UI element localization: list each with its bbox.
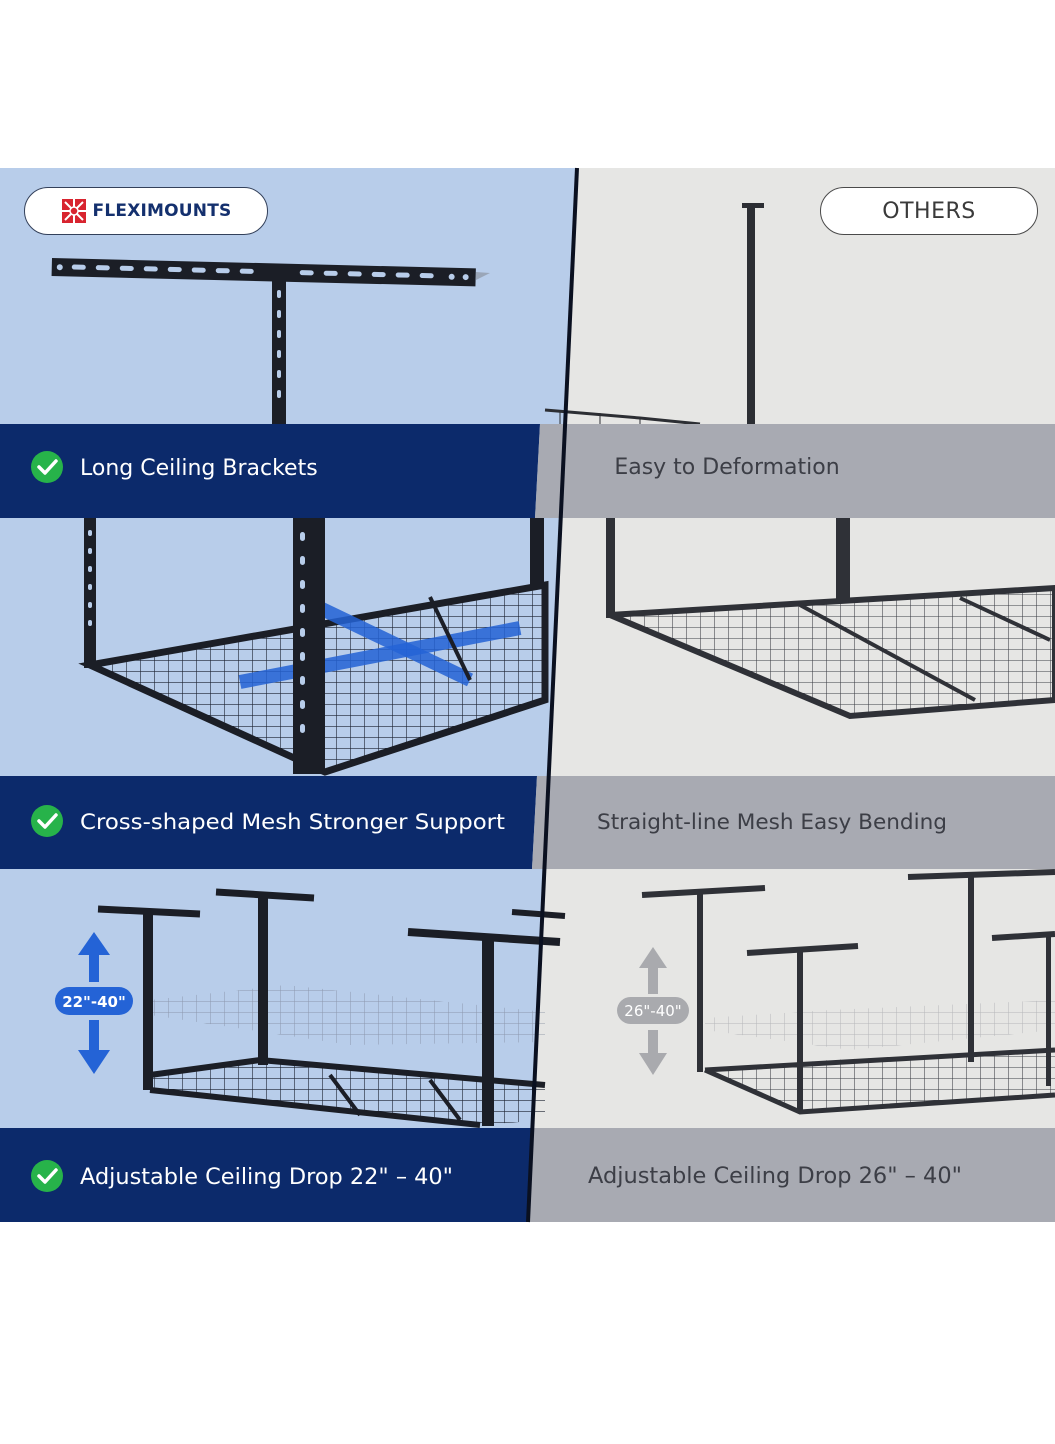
right-feature-band-2: [532, 776, 1055, 869]
feature-label-adjustable-drop: Adjustable Ceiling Drop 22" – 40": [80, 1165, 453, 1190]
left-feature-band-2: [0, 776, 537, 869]
long-ceiling-bracket-image: [51, 257, 490, 426]
others-label-straight-line-mesh: Straight-line Mesh Easy Bending: [597, 810, 947, 834]
left-adjustable-drop-rack-image: [97, 888, 566, 1128]
cross-shaped-mesh-rack-image: [78, 518, 549, 776]
feature-label-cross-shaped-mesh: Cross-shaped Mesh Stronger Support: [80, 810, 505, 834]
fleximounts-logo-icon: [61, 199, 86, 223]
right-feature-band-3: [529, 1128, 1055, 1222]
left-feature-band-1: [0, 424, 540, 518]
comparison-divider: [526, 167, 579, 1223]
right-feature-band-1: [535, 424, 1055, 518]
check-icon: [31, 1160, 63, 1192]
left-height-arrows: [78, 932, 110, 1074]
right-adjustable-drop-rack-image: [641, 869, 1055, 1115]
right-height-arrows: [639, 947, 667, 1075]
left-feature-band-3: [0, 1128, 534, 1222]
feature-label-long-ceiling-brackets: Long Ceiling Brackets: [80, 456, 318, 481]
others-thin-pole-image: [544, 203, 764, 427]
height-range-badge-right: 26"-40": [617, 997, 689, 1024]
brand-name: FLEXIMOUNTS: [92, 201, 232, 221]
straight-line-mesh-rack-image: [606, 518, 1055, 720]
others-label-adjustable-drop: Adjustable Ceiling Drop 26" – 40": [588, 1164, 962, 1189]
check-icon: [31, 451, 63, 483]
others-label-easy-to-deformation: Easy to Deformation: [614, 455, 839, 480]
others-pill: OTHERS: [820, 187, 1038, 235]
height-range-right-text: 26"-40": [624, 1002, 681, 1020]
check-icon: [31, 805, 63, 837]
height-range-left-text: 22"-40": [62, 993, 126, 1011]
brand-pill: FLEXIMOUNTS: [24, 187, 268, 235]
height-range-badge-left: 22"-40": [55, 987, 133, 1015]
